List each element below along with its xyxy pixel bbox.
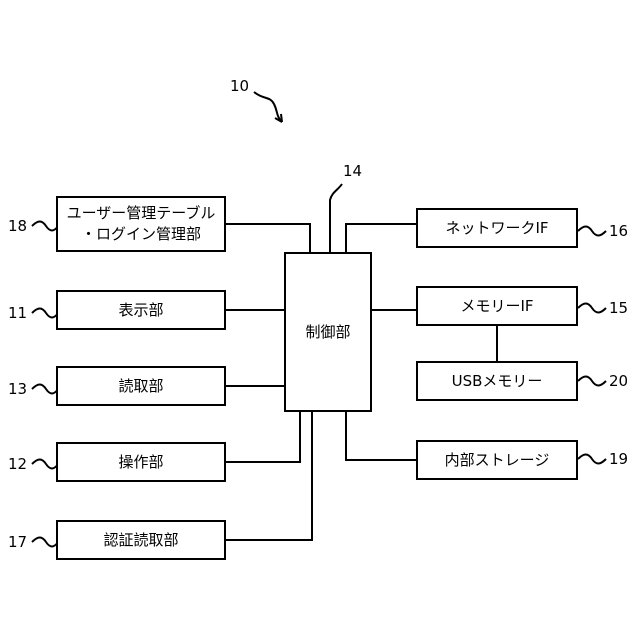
network-if-block: ネットワークIF [416, 208, 578, 248]
leader-15 [578, 304, 606, 313]
leader-18 [32, 222, 58, 231]
ref-14-leader [330, 184, 342, 252]
line-12 [226, 412, 300, 462]
auth-reader-block: 認証読取部 [56, 520, 226, 560]
memory-if-block: メモリーIF [416, 286, 578, 326]
user-management-label-line1: ユーザー管理テーブル [67, 203, 216, 224]
leader-19 [578, 455, 606, 464]
usb-memory-label: USBメモリー [452, 371, 543, 392]
leader-13 [32, 385, 58, 394]
display-label: 表示部 [118, 300, 163, 321]
display-block: 表示部 [56, 290, 226, 330]
line-19 [346, 412, 416, 460]
ref-19-label: 19 [609, 451, 628, 467]
controller-block: 制御部 [284, 252, 372, 412]
user-management-block: ユーザー管理テーブル ・ログイン管理部 [56, 196, 226, 252]
ref-15-label: 15 [609, 300, 628, 316]
internal-storage-label: 内部ストレージ [445, 450, 550, 471]
usb-memory-block: USBメモリー [416, 361, 578, 401]
line-18 [226, 224, 310, 252]
ref-13-label: 13 [8, 381, 27, 397]
reader-label: 読取部 [118, 376, 163, 397]
line-16 [346, 224, 416, 252]
ref-10-leader [254, 92, 282, 122]
network-if-label: ネットワークIF [445, 218, 548, 239]
ref-14-label: 14 [343, 163, 362, 179]
ref-18-label: 18 [8, 218, 27, 234]
ref-10-label: 10 [230, 78, 249, 94]
operation-block: 操作部 [56, 442, 226, 482]
leader-16 [578, 227, 606, 236]
memory-if-label: メモリーIF [460, 296, 533, 317]
leader-11 [32, 309, 58, 318]
leader-12 [32, 460, 58, 469]
ref-12-label: 12 [8, 456, 27, 472]
auth-reader-label: 認証読取部 [103, 530, 178, 551]
ref-20-label: 20 [609, 373, 628, 389]
leader-20 [578, 377, 606, 386]
user-management-label-line2: ・ログイン管理部 [81, 224, 201, 245]
ref-16-label: 16 [609, 223, 628, 239]
ref-17-label: 17 [8, 534, 27, 550]
internal-storage-block: 内部ストレージ [416, 440, 578, 480]
ref-11-label: 11 [8, 305, 27, 321]
leader-17 [32, 538, 58, 547]
controller-label: 制御部 [305, 322, 350, 343]
reader-block: 読取部 [56, 366, 226, 406]
operation-label: 操作部 [118, 452, 163, 473]
